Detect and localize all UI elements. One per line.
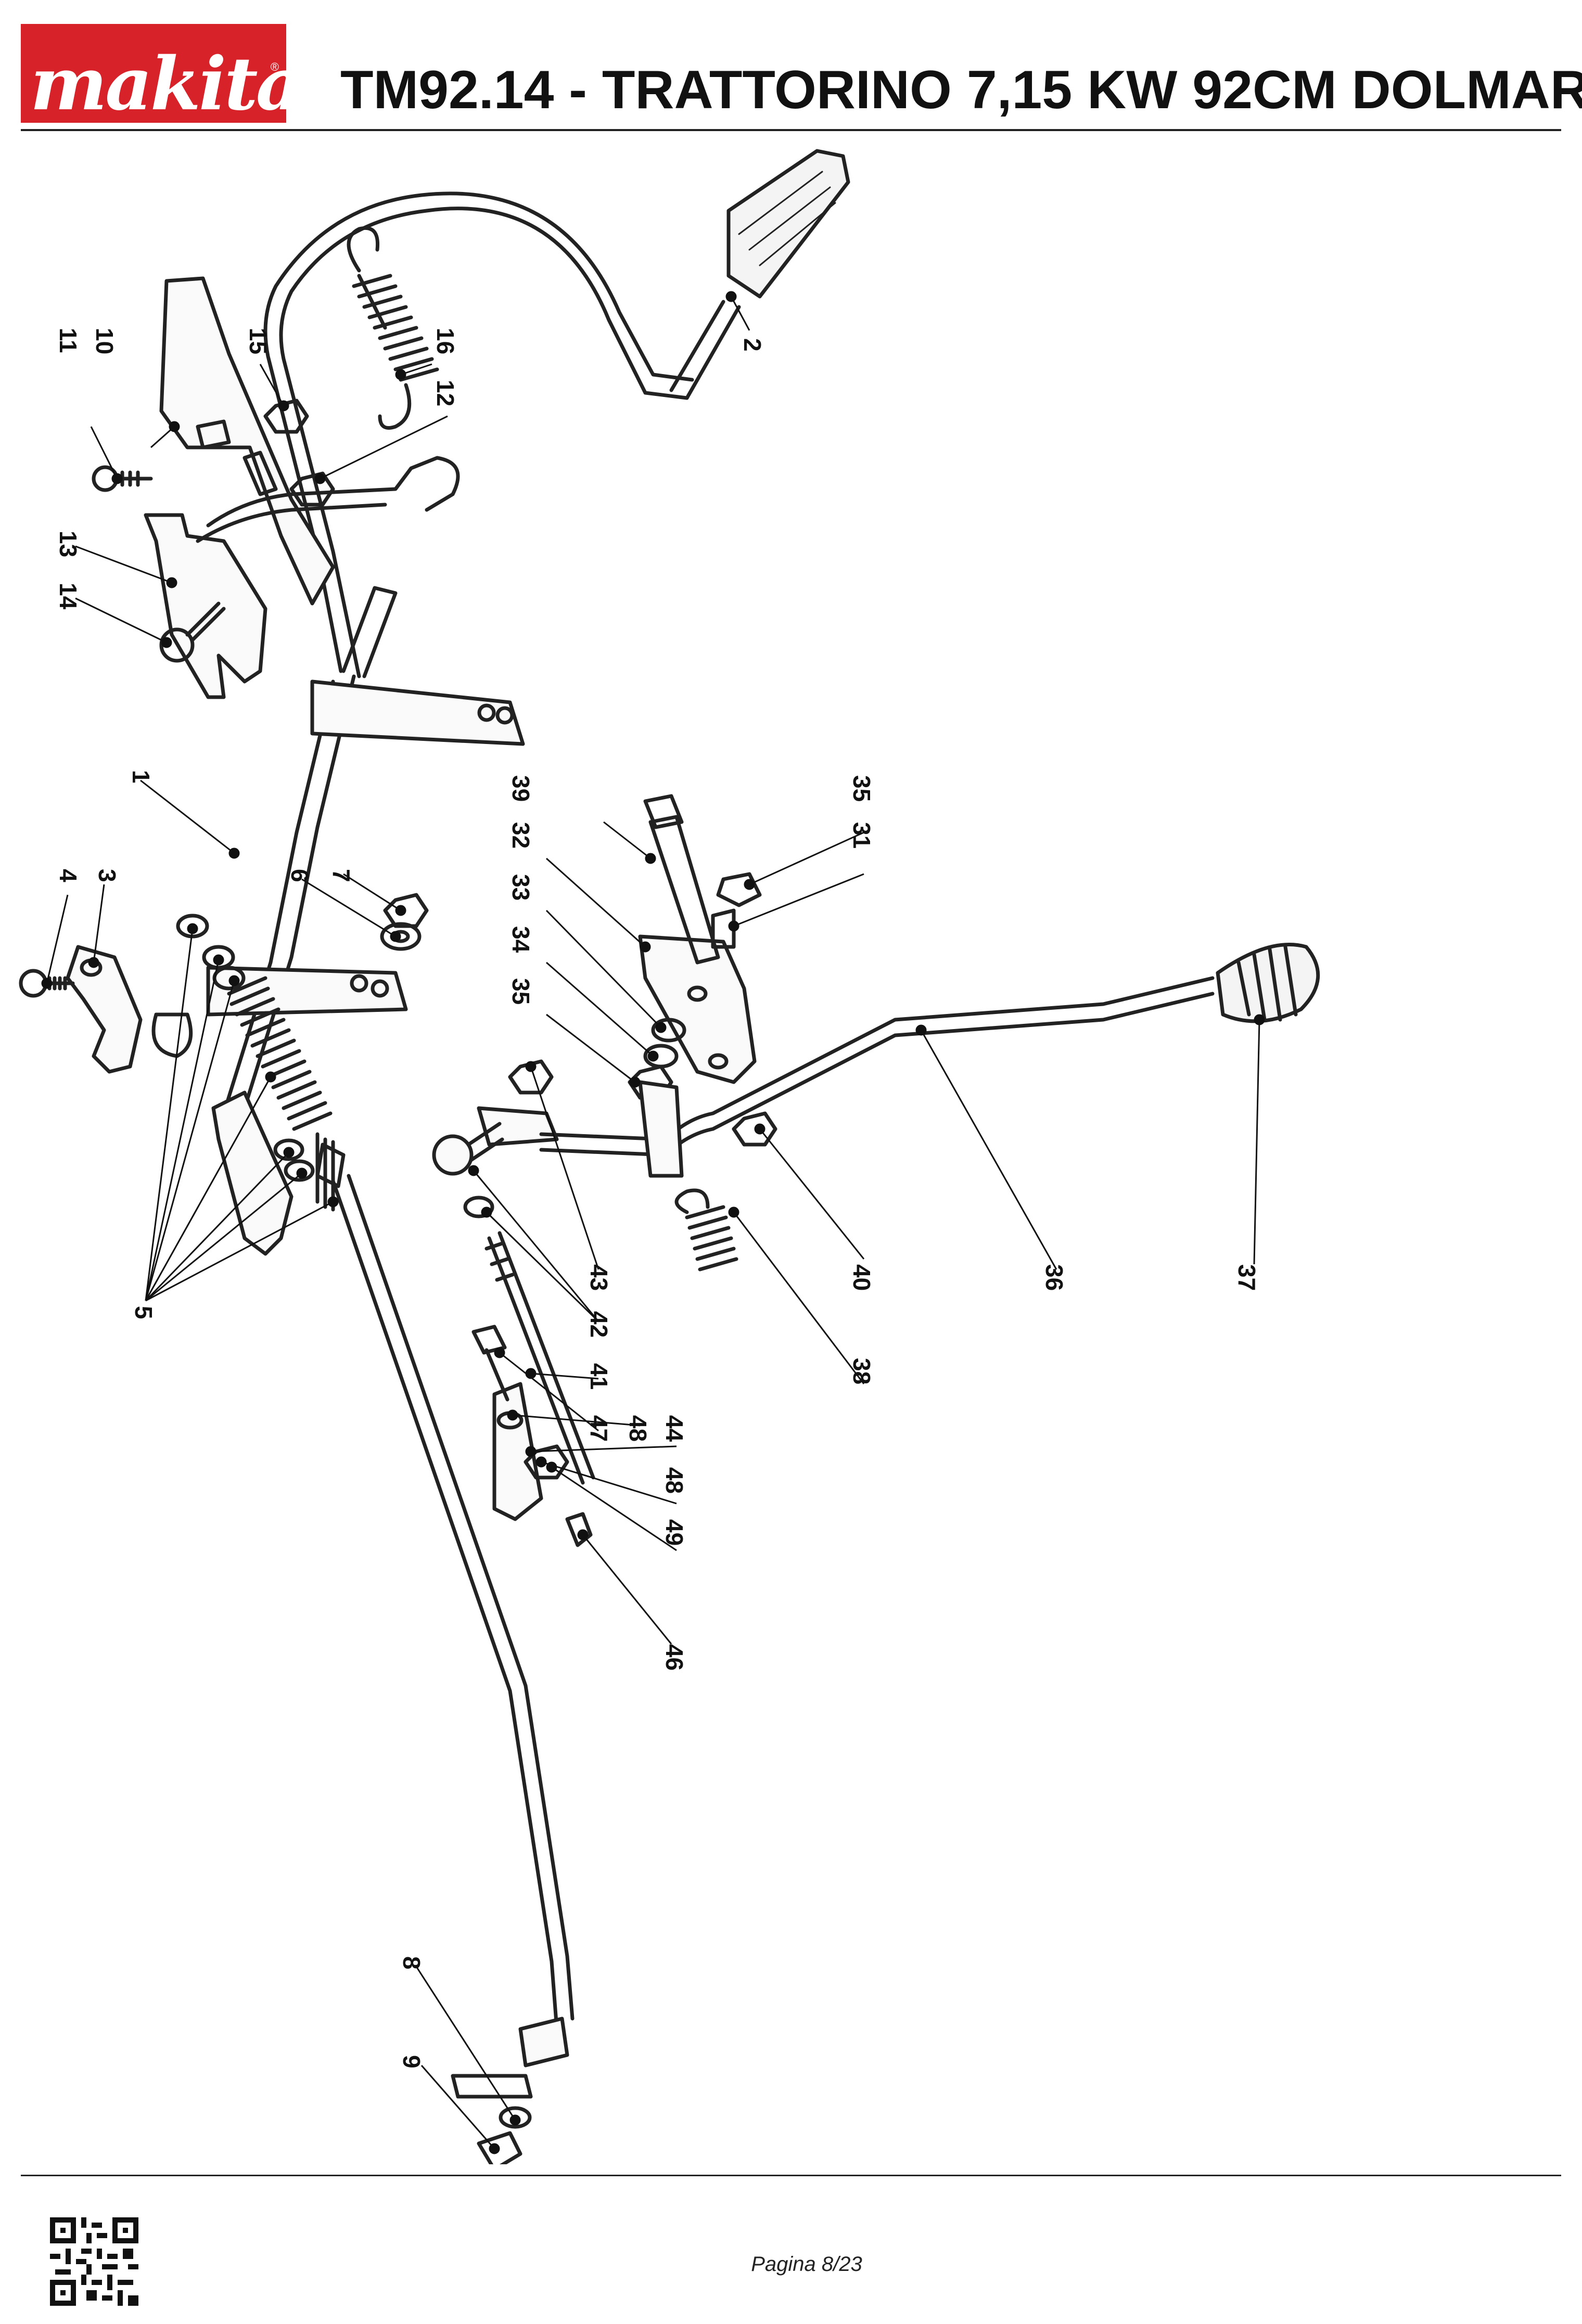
callout-34: 34 (507, 926, 534, 953)
callout-4: 4 (55, 869, 82, 882)
callout-13: 13 (55, 531, 82, 557)
header-divider (21, 129, 1561, 131)
callout-39: 39 (507, 775, 534, 802)
part-42-ball-joint (432, 1122, 504, 1218)
callout-1: 1 (127, 770, 155, 784)
part-39-bolt (643, 794, 720, 965)
callout-42: 42 (585, 1311, 613, 1338)
exploded-parts-diagram: 2 10 11 15 16 12 13 14 1 3 4 6 7 5 39 32… (0, 135, 1582, 2164)
page-title: TM92.14 - TRATTORINO 7,15 KW 92CM DOLMAR (340, 60, 1582, 120)
part-2-pedal (263, 149, 850, 678)
callout-44: 44 (661, 1415, 688, 1442)
part-14-bolt (159, 601, 226, 663)
callout-33: 33 (507, 874, 534, 901)
qr-code-icon (50, 2217, 138, 2306)
callout-38: 38 (848, 1358, 875, 1384)
part-47-bolt (471, 1325, 509, 1402)
part-12-nut (289, 471, 335, 507)
linkage-rod (206, 456, 460, 528)
part-16-spring (347, 226, 439, 430)
part-5-spring-set (151, 914, 346, 1256)
callout-14: 14 (55, 583, 82, 610)
part-15-nut (263, 399, 309, 434)
callout-32: 32 (507, 822, 534, 849)
main-rod (315, 1132, 575, 2164)
callout-3: 3 (94, 869, 121, 882)
callout-16: 16 (432, 328, 459, 354)
footer-divider (21, 2175, 1561, 2176)
part-33-washer (651, 1018, 686, 1043)
part-40-nut (732, 1111, 777, 1147)
callout-11: 11 (55, 328, 82, 353)
logo-registered-mark: ® (270, 60, 279, 73)
callout-7: 7 (328, 869, 355, 882)
part-49-nut (524, 1444, 569, 1480)
callout-49: 49 (661, 1519, 688, 1546)
callout-6: 6 (286, 869, 313, 882)
callout-5: 5 (130, 1306, 157, 1319)
callout-47: 47 (585, 1415, 613, 1442)
callout-46: 46 (661, 1644, 688, 1671)
callout-40: 40 (848, 1264, 875, 1291)
part-1-shaft (206, 586, 525, 1136)
page-number: Pagina 8/23 (751, 2253, 862, 2276)
callout-9: 9 (398, 2055, 425, 2069)
callout-10: 10 (91, 328, 118, 354)
part-7-nut (383, 893, 429, 928)
part-46-pin (565, 1512, 593, 1547)
part-3-clamp (66, 945, 143, 1074)
part-36-lever (477, 976, 1215, 1178)
part-37-knob (1216, 943, 1320, 1023)
logo-text: makita (30, 42, 303, 127)
part-41-rod (484, 1231, 595, 1485)
callout-37: 37 (1233, 1264, 1260, 1291)
callout-15: 15 (245, 328, 272, 354)
callout-2: 2 (739, 338, 766, 352)
callout-48-top: 48 (624, 1415, 652, 1442)
callout-31: 31 (848, 822, 875, 849)
part-13-bracket (144, 513, 267, 699)
part-35-nut-top (716, 872, 762, 907)
part-32-bracket (638, 934, 757, 1084)
callout-41: 41 (585, 1363, 613, 1390)
callout-48-bottom: 48 (661, 1467, 688, 1494)
part-44-bracket (492, 1382, 543, 1521)
part-10-bracket (159, 276, 335, 606)
callout-43: 43 (585, 1264, 613, 1291)
part-43-nut (508, 1059, 554, 1095)
diagram-drawing: 2 10 11 15 16 12 13 14 1 3 4 6 7 5 39 32… (19, 149, 1320, 2164)
callout-8: 8 (398, 1956, 425, 1970)
callout-35-top: 35 (848, 775, 875, 802)
page-header: makita ® TM92.14 - TRATTORINO 7,15 KW 92… (21, 21, 1582, 130)
callout-36: 36 (1041, 1264, 1068, 1291)
callout-35-bottom: 35 (507, 978, 534, 1005)
makita-logo: makita ® (21, 24, 303, 127)
callout-12: 12 (432, 380, 459, 406)
part-31-stud (711, 908, 736, 949)
part-38-spring (674, 1188, 738, 1272)
